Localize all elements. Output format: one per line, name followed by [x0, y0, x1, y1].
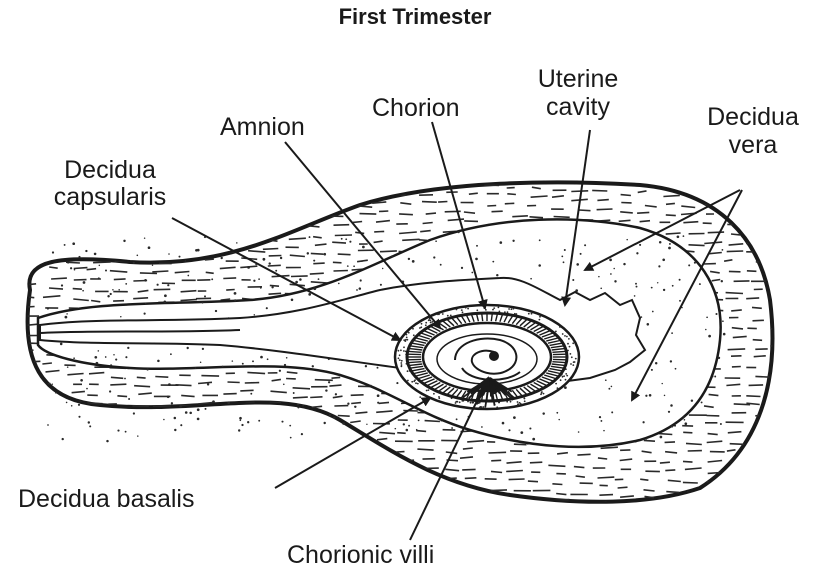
label-decidua-basalis: Decidua basalis: [18, 486, 195, 513]
label-decidua-vera-line2: vera: [693, 132, 813, 159]
label-chorion: Chorion: [372, 95, 460, 122]
label-decidua-capsularis-line1: Decidua: [30, 157, 190, 184]
label-chorionic-villi: Chorionic villi: [287, 542, 434, 569]
label-decidua-capsularis-line2: capsularis: [30, 184, 190, 211]
label-uterine-cavity-line2: cavity: [528, 94, 628, 121]
label-amnion: Amnion: [220, 114, 305, 141]
label-decidua-vera-line1: Decidua: [693, 104, 813, 131]
label-uterine-cavity-line1: Uterine: [528, 66, 628, 93]
